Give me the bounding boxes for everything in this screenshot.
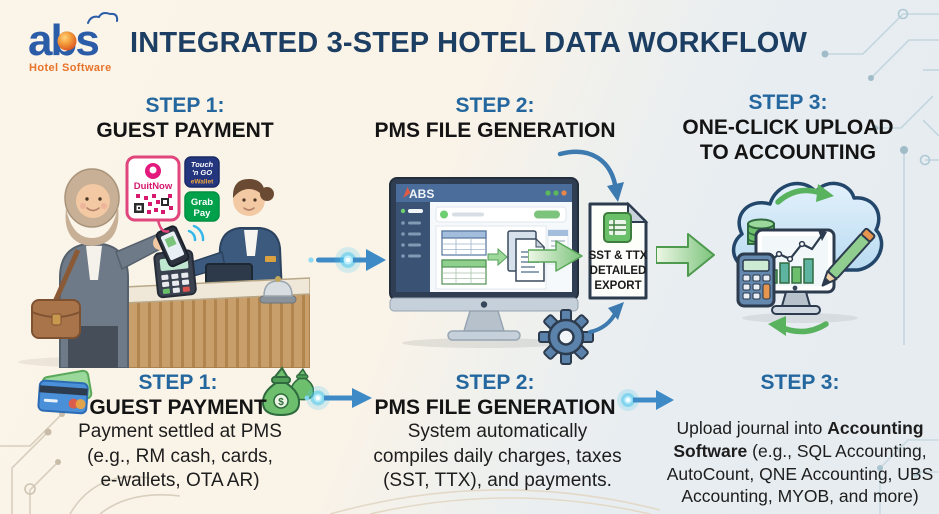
- pms-table-2: [441, 259, 487, 285]
- receptionist-figure: [179, 179, 284, 295]
- svg-text:eWallet: eWallet: [191, 179, 214, 186]
- export-file-icon: SST & TTX DETAILED EXPORT: [588, 201, 649, 300]
- sync-arrow-top-icon: [775, 184, 834, 205]
- step3-title: ONE-CLICK UPLOAD TO ACCOUNTING: [682, 115, 894, 164]
- svg-text:$: $: [278, 397, 284, 408]
- step3-bottom-header: STEP 3:: [685, 371, 915, 396]
- page-title: INTEGRATED 3-STEP HOTEL DATA WORKFLOW: [130, 27, 808, 59]
- trend-line-icon: [766, 230, 827, 265]
- pms-table-1: [441, 230, 487, 256]
- pencil-icon: [821, 227, 876, 287]
- circuit-decoration-bottom-center: [330, 489, 660, 514]
- green-arrow-upload: [656, 233, 715, 277]
- svg-text:Grab: Grab: [191, 197, 213, 208]
- circuit-decoration-bottom-right: [877, 439, 939, 514]
- abs-logo: abs Hotel Software: [28, 12, 119, 74]
- circuit-decoration-top-right: [821, 8, 939, 345]
- green-arrow-export: [528, 240, 583, 272]
- credit-cards-icon: [37, 369, 93, 415]
- duitnow-label: DuitNow: [134, 181, 173, 192]
- export-line2: DETAILED: [590, 265, 647, 277]
- step3-description: Upload journal into Accounting Software …: [655, 417, 939, 508]
- export-line3: EXPORT: [594, 280, 641, 292]
- step2-label: STEP 2:: [455, 94, 535, 117]
- step1-description: Payment settled at PMS (e.g., RM cash, c…: [78, 421, 282, 492]
- step2-bottom-title: PMS FILE GENERATION: [374, 395, 616, 419]
- touch-n-go-logo: Touch 'n GO eWallet: [184, 156, 220, 188]
- flow-arrow-1: [308, 247, 386, 273]
- gear-icon: [538, 309, 594, 365]
- curved-arrow-top: [557, 149, 624, 202]
- step1-bottom-title: GUEST PAYMENT: [89, 395, 267, 419]
- step2-header: STEP 2: PMS FILE GENERATION: [370, 94, 620, 144]
- svg-text:Touch: Touch: [191, 160, 214, 169]
- logo-cloud-icon: [87, 12, 119, 24]
- circuit-decoration-bottom-left: [0, 411, 180, 514]
- service-bell-icon: [259, 276, 297, 304]
- smartphone-icon: [155, 225, 190, 268]
- monitor-brand-accent: [403, 187, 411, 198]
- gear-and-arrow: [538, 302, 624, 365]
- flow-arrow-2: [304, 386, 372, 410]
- step2-title: PMS FILE GENERATION: [374, 118, 616, 142]
- step3-bottom-label: STEP 3:: [760, 371, 840, 394]
- step2-description: System automatically compiles daily char…: [373, 421, 622, 492]
- pms-sidebar: [396, 202, 430, 292]
- step3-desc-suffix: (e.g., SQL Accounting, AutoCount, QNE Ac…: [666, 440, 934, 507]
- guest-payment-illustration: DuitNow Touch 'n GO eWallet Grab Pay: [18, 155, 310, 368]
- export-line1: SST & TTX: [589, 250, 648, 262]
- qr-code-icon: [134, 194, 173, 214]
- cloud-accounting-illustration: [731, 181, 884, 336]
- svg-text:Pay: Pay: [194, 208, 212, 219]
- step3-desc-bold: Accounting Software: [673, 418, 924, 461]
- mini-arrow-icon: [487, 247, 508, 267]
- step3-desc-prefix: Upload journal into: [676, 418, 828, 438]
- calculator-icon: [736, 252, 776, 308]
- flow-arrow-3: [617, 389, 674, 411]
- grabpay-logo: Grab Pay: [184, 191, 220, 222]
- svg-text:'n GO: 'n GO: [192, 168, 212, 177]
- step2-bottom-label: STEP 2:: [455, 371, 535, 394]
- step1-bottom-header: STEP 1: GUEST PAYMENT: [88, 371, 268, 421]
- step3-label: STEP 3:: [748, 91, 828, 114]
- step1-bottom-label: STEP 1:: [138, 371, 218, 394]
- shoulder-bag-icon: [31, 248, 81, 339]
- contactless-waves-icon: [187, 224, 205, 242]
- logo-subtitle: Hotel Software: [29, 62, 112, 74]
- pms-monitor-illustration: ABS: [389, 177, 579, 348]
- money-bags-icon: $: [261, 366, 314, 416]
- step1-label: STEP 1:: [145, 94, 225, 117]
- monitor-brand: ABS: [409, 187, 434, 201]
- step2-bottom-header: STEP 2: PMS FILE GENERATION: [370, 371, 620, 421]
- step1-title: GUEST PAYMENT: [96, 118, 274, 142]
- sync-arrow-bottom-icon: [768, 316, 829, 336]
- guest-figure: [31, 168, 205, 368]
- curved-arrow-bottom: [588, 310, 618, 334]
- spreadsheet-icon: [603, 212, 632, 243]
- step3-header: STEP 3: ONE-CLICK UPLOAD TO ACCOUNTING: [668, 91, 908, 165]
- step1-header: STEP 1: GUEST PAYMENT: [60, 94, 310, 144]
- logo-sun-icon: [57, 31, 77, 51]
- duitnow-logo: DuitNow: [125, 155, 181, 233]
